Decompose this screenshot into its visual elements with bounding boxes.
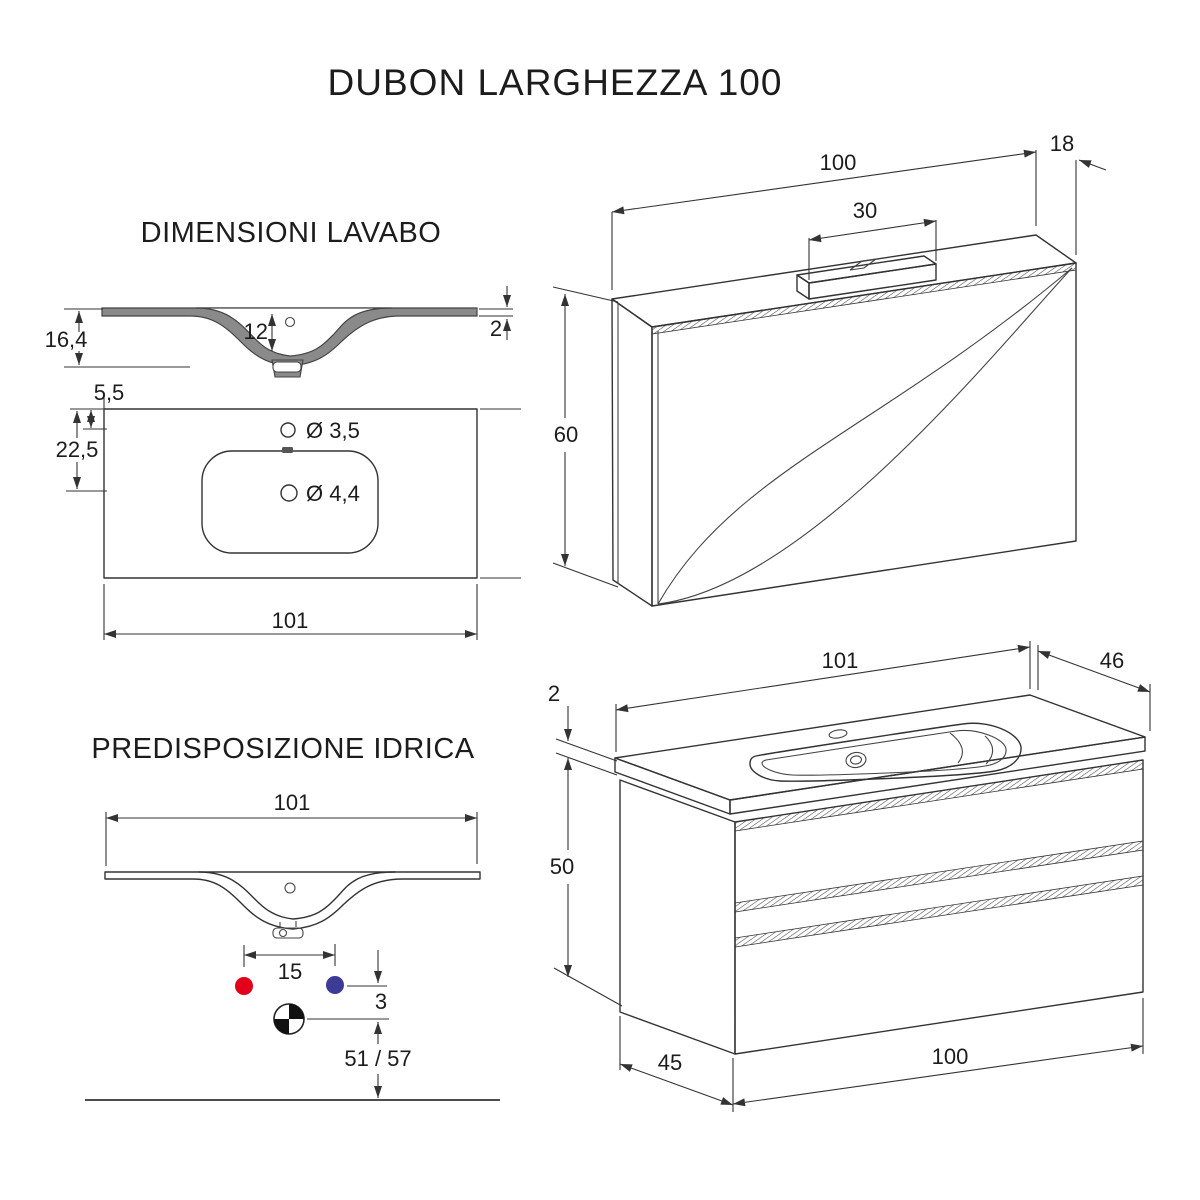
dim-label-mirror-height: 60 xyxy=(554,422,578,447)
basin-wall-curve xyxy=(949,732,963,764)
drain-hole-3d xyxy=(845,751,867,769)
sink-dimensions-title: DIMENSIONI LAVABO xyxy=(141,217,442,249)
ext-line xyxy=(552,286,619,303)
dim-line-top-width xyxy=(615,644,1031,713)
dim-label-width: 101 xyxy=(274,790,311,815)
base-cabinet-view: 101 46 2 50 45 100 xyxy=(548,641,1151,1112)
countertop-side-edge xyxy=(614,757,731,815)
sink-top-view: Ø 3,5 Ø 4,4 5,5 22,5 101 xyxy=(56,380,521,640)
mirror-reflection-swoosh xyxy=(657,267,1073,605)
faucet-hole-3d xyxy=(828,729,848,739)
washbasin xyxy=(749,722,1022,782)
water-supply-title: PREDISPOSIZIONE IDRICA xyxy=(91,733,474,765)
dim-line-body-width xyxy=(732,1043,1144,1107)
dim-label-top-thickness: 2 xyxy=(548,681,560,706)
dim-line-top-depth xyxy=(1037,650,1151,693)
ext-line xyxy=(552,562,619,588)
dim-label-top-depth: 46 xyxy=(1100,648,1124,673)
drain-fitting-detail xyxy=(278,928,288,938)
basin-outer-rim xyxy=(749,722,1022,782)
drawer-groove-middle-upper xyxy=(734,840,1144,913)
drain-hole xyxy=(280,484,298,502)
dim-label-mirror-depth: 18 xyxy=(1050,131,1074,156)
sink-profile-bowl xyxy=(198,871,396,920)
sink-dimensions-section: DIMENSIONI LAVABO 16,4 12 2 xyxy=(45,217,521,640)
water-supply-section: PREDISPOSIZIONE IDRICA 101 15 xyxy=(85,733,500,1101)
faucet-hole xyxy=(280,422,296,438)
faucet-hole-profile xyxy=(284,882,296,894)
dim-label-drain-hole: Ø 4,4 xyxy=(306,481,360,506)
countertop-top-face xyxy=(614,694,1146,801)
mirror-door-top-groove xyxy=(651,262,1077,335)
drain-center-symbol xyxy=(273,1003,305,1035)
dim-label-drop: 3 xyxy=(375,989,387,1014)
page-title: DUBON LARGHEZZA 100 xyxy=(328,62,783,103)
drain-symbol-quadrant xyxy=(289,1004,304,1019)
water-supply-profile xyxy=(104,871,481,939)
dim-label-height: 50 xyxy=(550,854,574,879)
dim-label-lamp-width: 30 xyxy=(853,198,877,223)
sink-bowl-cavity xyxy=(195,307,393,357)
dim-label-faucet-hole: Ø 3,5 xyxy=(306,418,360,443)
overflow-hole-section xyxy=(284,316,296,328)
mirror-lamp xyxy=(796,255,937,300)
dim-label-bowl-depth: 12 xyxy=(244,319,268,344)
drain-fitting xyxy=(272,361,302,373)
mirror-reflection-swoosh xyxy=(657,267,1073,605)
dim-label-body-width: 100 xyxy=(932,1044,969,1069)
dim-line-mirror-width xyxy=(611,149,1037,215)
dim-label-body-depth: 45 xyxy=(658,1050,682,1075)
cabinet-side-face xyxy=(619,779,736,1055)
lamp-bracket-detail xyxy=(849,258,877,271)
basin-wall-curve xyxy=(984,735,994,765)
drawer-groove-top xyxy=(734,759,1144,832)
drain-fitting-profile xyxy=(272,927,304,939)
sink-profile-outline xyxy=(104,871,481,930)
dim-label-spacing: 15 xyxy=(278,959,302,984)
dim-label-mirror-width: 100 xyxy=(820,150,857,175)
dim-line-body-depth xyxy=(619,1063,734,1106)
dim-label-faucet-offset: 5,5 xyxy=(94,380,125,405)
dim-label-drain-offset: 22,5 xyxy=(56,437,99,462)
mirror-front-face xyxy=(651,262,1077,607)
dim-line-lamp-width xyxy=(808,218,937,243)
dim-line-mirror-depth xyxy=(1078,159,1107,171)
mirror-top-face xyxy=(611,234,1077,328)
dim-label-edge-thickness: 2 xyxy=(490,316,502,341)
hot-water-dot xyxy=(235,977,253,995)
ext-line xyxy=(555,752,618,776)
dim-label-height-range: 51 / 57 xyxy=(344,1046,411,1071)
dim-label-top-width: 101 xyxy=(822,648,859,673)
basin-inner-rim xyxy=(761,729,1007,776)
drain-hole-3d-inner xyxy=(849,755,863,765)
drain-symbol-quadrant xyxy=(274,1019,289,1034)
sink-side-view: 16,4 12 2 xyxy=(45,286,513,378)
overflow-slot xyxy=(282,447,293,453)
dim-label-sink-width: 101 xyxy=(272,608,309,633)
mirror-cabinet-view: 100 18 30 60 xyxy=(552,131,1107,607)
countertop-outline xyxy=(103,408,478,579)
cold-water-dot xyxy=(326,976,344,994)
dim-label-sink-height: 16,4 xyxy=(45,327,88,352)
lamp-end-face xyxy=(796,274,810,300)
ext-line xyxy=(555,738,618,762)
ext-line xyxy=(553,967,623,1007)
drawer-groove-middle-lower xyxy=(734,875,1144,948)
